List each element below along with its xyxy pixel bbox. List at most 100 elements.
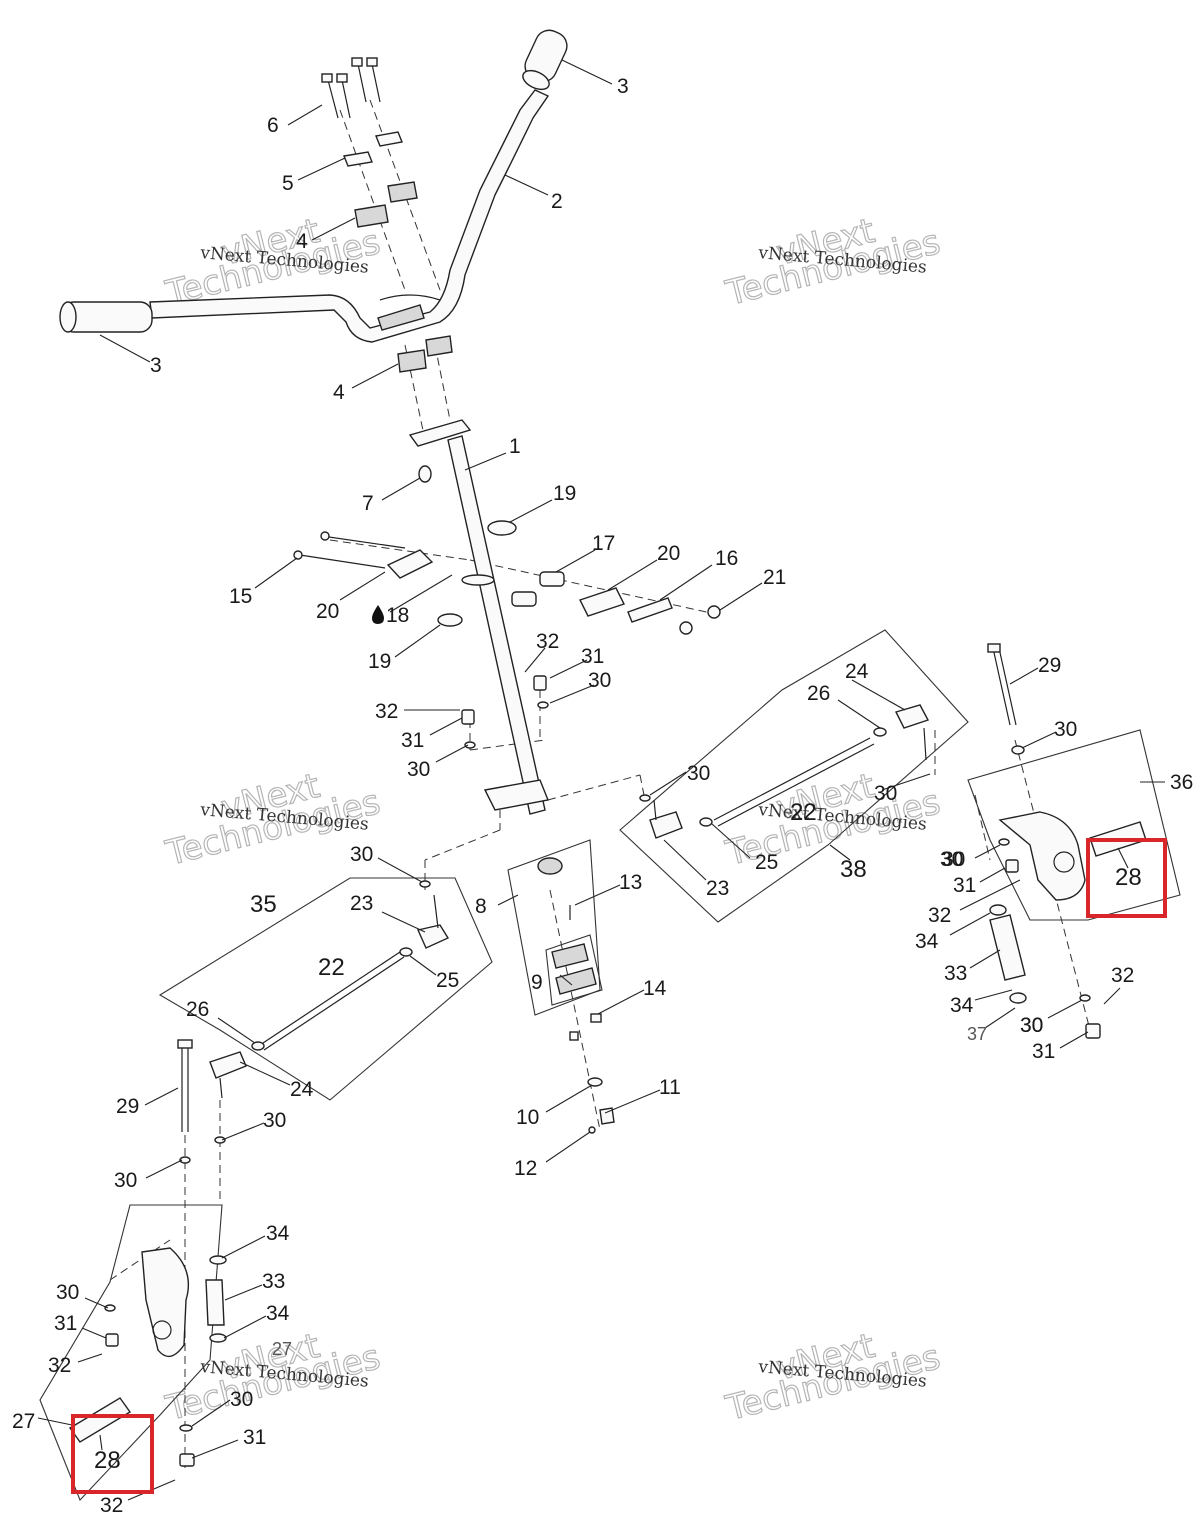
part-label-13: 13: [619, 871, 642, 894]
part-label-36: 36: [1170, 771, 1193, 794]
spindle-left: [68, 1039, 227, 1467]
column-support: [293, 520, 721, 635]
part-label-4: 4: [296, 230, 308, 253]
clamps-upper: [343, 131, 418, 228]
part-label-31: 31: [581, 645, 604, 668]
column-hardware: [419, 675, 651, 888]
part-label-30: 30: [1020, 1014, 1043, 1037]
part-label-17: 17: [592, 532, 615, 555]
part-label-20: 20: [316, 600, 339, 623]
grip-right: [522, 29, 568, 91]
oil-drop-icon: [372, 605, 384, 624]
part-label-6: 6: [267, 114, 279, 137]
part-label-21: 21: [763, 566, 786, 589]
part-label-30: 30: [263, 1109, 286, 1132]
part-label-28: 28: [1115, 864, 1142, 891]
part-label-27: 27: [272, 1339, 292, 1359]
part-label-33: 33: [944, 962, 967, 985]
part-label-18: 18: [386, 604, 409, 627]
part-label-14: 14: [643, 977, 667, 1000]
part-label-2: 2: [551, 190, 563, 213]
group-outline-36: [967, 729, 1181, 921]
group-outline-35: [158, 877, 493, 1101]
leader-lines: [37, 59, 1165, 1501]
part-label-32: 32: [375, 700, 398, 723]
part-label-30: 30: [407, 758, 430, 781]
tie-rod-right: [649, 704, 930, 839]
part-label-1: 1: [509, 435, 521, 458]
part-label-19: 19: [553, 482, 576, 505]
part-label-24: 24: [845, 660, 869, 683]
part-label-10: 10: [516, 1106, 539, 1129]
part-label-25: 25: [755, 851, 778, 874]
part-label-37: 37: [967, 1024, 987, 1044]
part-label-31: 31: [54, 1312, 77, 1335]
group-outline-9: [545, 934, 603, 1006]
part-label-25: 25: [436, 969, 459, 992]
part-label-34: 34: [915, 930, 939, 953]
part-label-32: 32: [48, 1354, 71, 1377]
part-label-24: 24: [290, 1078, 314, 1101]
part-label-19: 19: [368, 650, 391, 673]
part-label-30: 30: [942, 848, 965, 871]
part-label-8: 8: [475, 895, 487, 918]
part-label-32: 32: [536, 630, 559, 653]
part-label-31: 31: [401, 729, 424, 752]
part-label-30: 30: [1054, 718, 1077, 741]
part-label-31: 31: [1032, 1040, 1055, 1063]
part-label-3: 3: [617, 75, 629, 98]
part-label-28: 28: [94, 1447, 121, 1474]
part-label-22: 22: [790, 799, 817, 826]
part-label-3: 3: [150, 354, 162, 377]
group-outline-38: [619, 629, 969, 923]
handlebar: [149, 89, 550, 343]
part-label-30: 30: [874, 782, 897, 805]
steering-column: [408, 419, 549, 815]
part-label-29: 29: [116, 1095, 139, 1118]
part-label-11: 11: [659, 1076, 681, 1099]
part-label-26: 26: [186, 998, 209, 1021]
part-label-23: 23: [706, 877, 729, 900]
part-label-35: 35: [250, 891, 277, 918]
part-label-12: 12: [514, 1157, 537, 1180]
highlight-box-28-right: [1086, 838, 1167, 918]
part-label-5: 5: [282, 172, 294, 195]
part-label-7: 7: [362, 492, 374, 515]
group-outline-27: [39, 1204, 223, 1502]
part-label-34: 34: [266, 1302, 290, 1325]
part-label-34: 34: [950, 994, 974, 1017]
bolts-6: [321, 57, 381, 119]
part-label-31: 31: [953, 874, 976, 897]
part-label-34: 34: [266, 1222, 290, 1245]
part-label-32: 32: [928, 904, 951, 927]
part-label-30: 30: [940, 848, 963, 871]
part-labels: 1 2 3 3 4 4 5 6 7 8 9 10 11 12 13 14 15 …: [12, 75, 1193, 1517]
watermark-bottom-right: Technologies vNext vNext Technologies: [721, 1325, 945, 1429]
grip-left: [59, 301, 153, 333]
part-label-30: 30: [230, 1388, 253, 1411]
clamps-lower: [397, 335, 453, 373]
lower-bearing-assembly: [537, 857, 615, 1134]
part-label-30: 30: [687, 762, 710, 785]
part-label-30: 30: [1020, 1014, 1043, 1037]
part-label-30: 30: [588, 669, 611, 692]
part-label-27: 27: [12, 1410, 35, 1433]
tie-rod-left: [209, 894, 450, 1099]
part-label-26: 26: [807, 682, 830, 705]
part-label-16: 16: [715, 547, 738, 570]
part-label-33: 33: [262, 1270, 285, 1293]
part-label-9: 9: [531, 971, 543, 994]
part-label-30: 30: [114, 1169, 137, 1192]
part-label-32: 32: [100, 1494, 123, 1517]
part-label-20: 20: [657, 542, 680, 565]
part-label-29: 29: [1038, 654, 1061, 677]
group-outline-8: [507, 839, 601, 1016]
highlight-box-28-left: [71, 1414, 154, 1494]
part-label-15: 15: [229, 585, 252, 608]
part-label-32: 32: [1111, 964, 1134, 987]
watermark-top-right: Technologies vNext vNext Technologies: [721, 210, 945, 314]
part-label-22: 22: [318, 954, 345, 981]
part-label-38: 38: [840, 856, 867, 883]
